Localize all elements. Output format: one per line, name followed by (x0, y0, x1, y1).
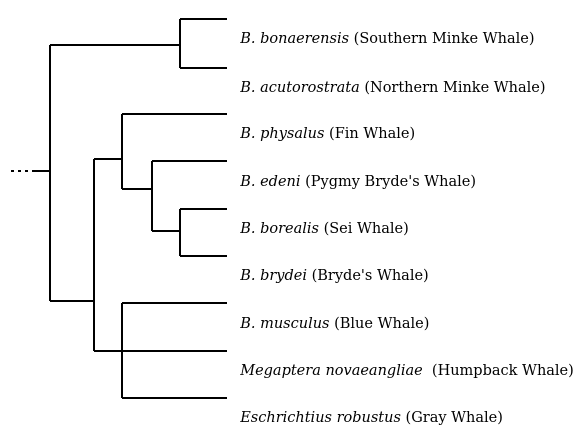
leaf-label-bonaerensis: B. bonaerensis (Southern Minke Whale) (231, 9, 535, 49)
leaf-label-physalus: B. physalus (Fin Whale) (231, 104, 415, 144)
scientific-name: Eschrichtius robustus (240, 410, 401, 426)
leaf-label-borealis: B. borealis (Sei Whale) (231, 199, 409, 239)
scientific-name: B. edeni (240, 174, 301, 190)
common-name: (Sei Whale) (318, 221, 409, 237)
leaf-label-brydei: B. brydei (Bryde's Whale) (231, 246, 429, 286)
leaf-label-novaeangliae: Megaptera novaeangliae (Humpback Whale) (231, 341, 574, 381)
leaf-label-acutorostrata: B. acutorostrata (Northern Minke Whale) (231, 58, 546, 98)
common-name: (Humpback Whale) (422, 363, 574, 379)
scientific-name: B. bonaerensis (240, 31, 350, 47)
common-name: (Gray Whale) (400, 410, 503, 426)
leaf-label-robustus: Eschrichtius robustus (Gray Whale) (231, 388, 503, 428)
scientific-name: B. borealis (240, 221, 319, 237)
scientific-name: B. physalus (240, 126, 325, 142)
scientific-name: B. musculus (240, 316, 330, 332)
scientific-name: Megaptera novaeangliae (240, 363, 423, 379)
scientific-name: B. brydei (240, 268, 307, 284)
phylogenetic-tree (11, 18, 227, 399)
scientific-name: B. acutorostrata (240, 80, 360, 96)
common-name: (Southern Minke Whale) (349, 31, 535, 47)
common-name: (Northern Minke Whale) (359, 80, 546, 96)
common-name: (Fin Whale) (324, 126, 416, 142)
common-name: (Blue Whale) (329, 316, 430, 332)
leaf-label-musculus: B. musculus (Blue Whale) (231, 294, 429, 334)
common-name: (Bryde's Whale) (307, 268, 429, 284)
common-name: (Pygmy Bryde's Whale) (300, 174, 477, 190)
leaf-label-edeni: B. edeni (Pygmy Bryde's Whale) (231, 152, 476, 192)
